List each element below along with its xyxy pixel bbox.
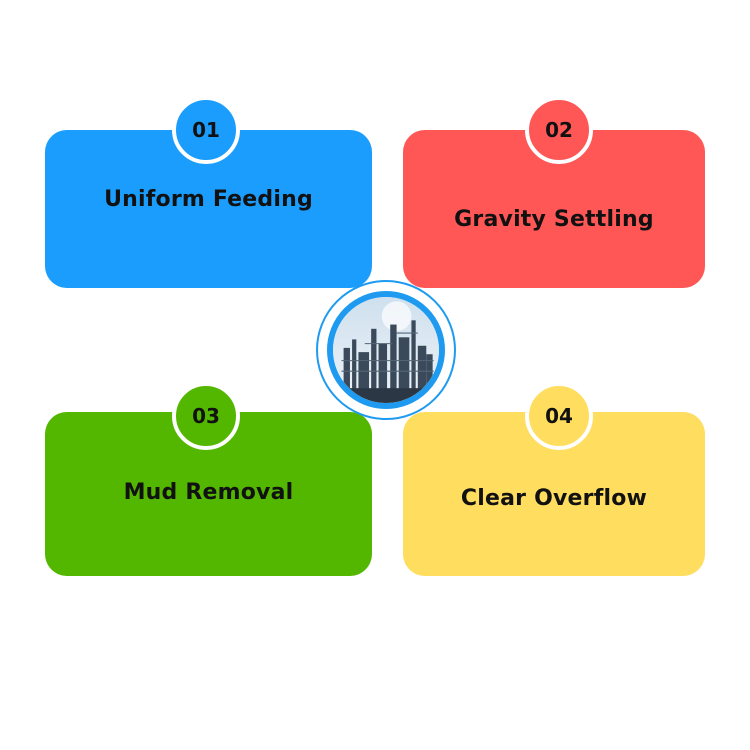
step-label: Clear Overflow	[460, 485, 648, 511]
step-label: Uniform Feeding	[104, 186, 313, 212]
step-label: Mud Removal	[123, 479, 294, 505]
step-label: Gravity Settling	[454, 206, 654, 232]
refinery-icon	[327, 291, 445, 409]
step-number-badge: 01	[172, 96, 240, 164]
step-number-badge: 02	[525, 96, 593, 164]
center-image-ring	[316, 280, 456, 420]
step-card-gravity-settling: Gravity Settling	[403, 130, 705, 288]
step-number-badge: 03	[172, 382, 240, 450]
step-card-clear-overflow: Clear Overflow	[403, 412, 705, 576]
step-number-badge: 04	[525, 382, 593, 450]
